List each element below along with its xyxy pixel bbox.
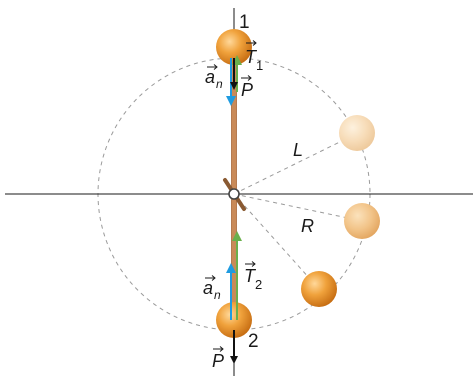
acceleration-label-top-sub: n bbox=[216, 77, 223, 91]
acceleration-label-bottom-base: a bbox=[203, 278, 213, 298]
weight-label-top: P bbox=[241, 75, 253, 100]
tension-label-top-base: T bbox=[245, 47, 258, 67]
ball-lower bbox=[301, 271, 337, 307]
tension-label-top-sub: 1 bbox=[256, 58, 263, 73]
acceleration-label-bottom: a n bbox=[203, 275, 221, 302]
tension-label-top: T 1 bbox=[245, 40, 263, 73]
acceleration-label-bottom-sub: n bbox=[214, 288, 221, 302]
weight-label-bottom: P bbox=[212, 346, 224, 371]
tension-label-bottom-base: T bbox=[244, 266, 257, 286]
tension-label-bottom: T 2 bbox=[244, 261, 262, 292]
acceleration-label-top-base: a bbox=[205, 67, 215, 87]
ball-upper-faded bbox=[339, 115, 375, 151]
radius-line-upper bbox=[233, 133, 357, 195]
ball-middle-faded bbox=[344, 203, 380, 239]
ball-bottom bbox=[216, 302, 252, 338]
weight-label-top-text: P bbox=[241, 80, 253, 100]
length-label: L bbox=[293, 140, 303, 160]
acceleration-label-top: a n bbox=[205, 64, 223, 91]
position-label-top: 1 bbox=[239, 12, 250, 33]
radius-line-lower bbox=[233, 193, 320, 290]
radius-label: R bbox=[301, 216, 314, 236]
pivot bbox=[223, 178, 246, 211]
rod bbox=[231, 47, 237, 325]
tension-label-bottom-sub: 2 bbox=[255, 277, 262, 292]
position-label-bottom: 2 bbox=[248, 331, 259, 352]
radius-line-middle bbox=[233, 193, 363, 222]
weight-label-bottom-text: P bbox=[212, 351, 224, 371]
ball-top bbox=[216, 29, 252, 65]
